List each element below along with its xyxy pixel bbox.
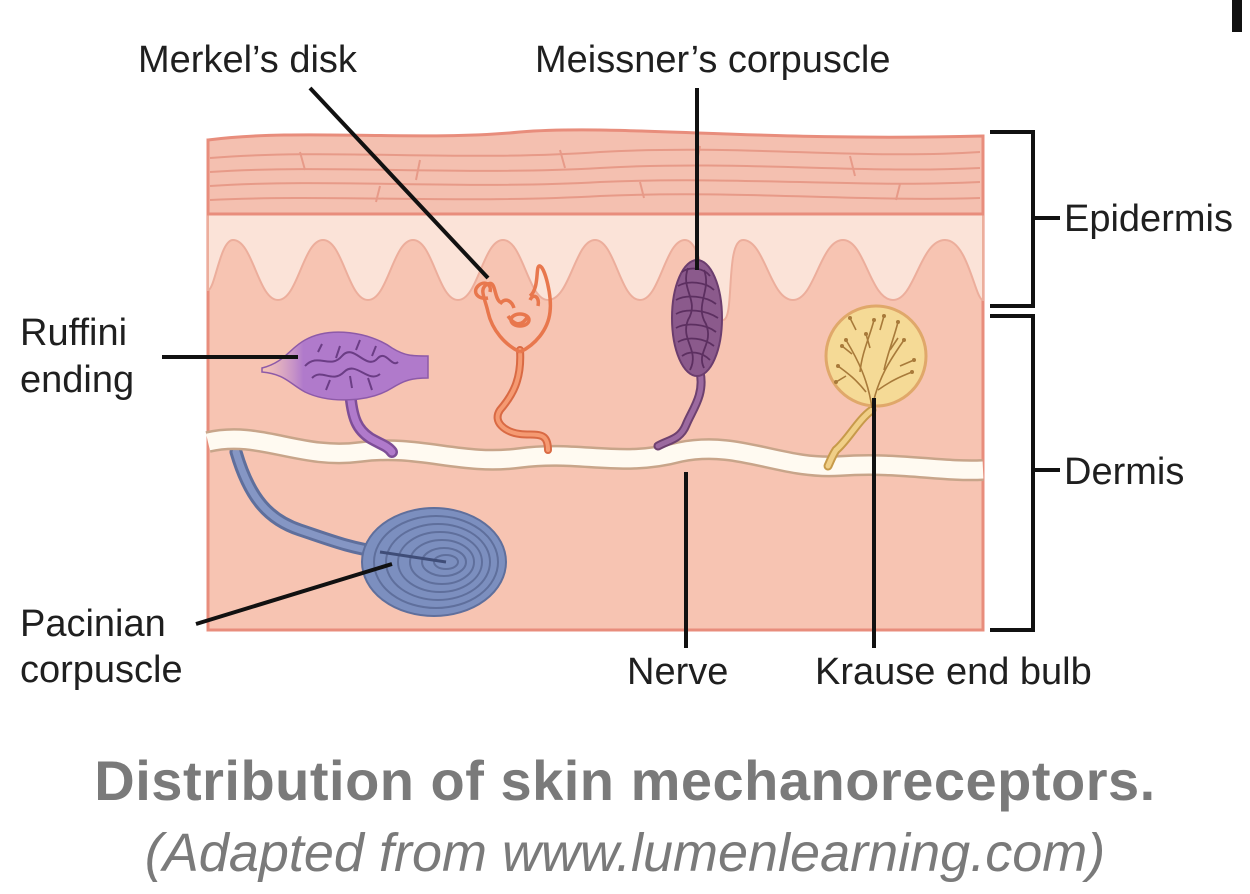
dermis-bracket — [990, 316, 1060, 630]
label-krause-end-bulb: Krause end bulb — [815, 651, 1092, 693]
skin-block — [208, 130, 983, 630]
cropped-glyph — [1232, 0, 1242, 32]
caption-title: Distribution of skin mechanoreceptors. — [0, 748, 1250, 813]
label-pacinian-line1: Pacinian — [20, 603, 166, 645]
label-merkels-disk: Merkel’s disk — [138, 39, 358, 81]
label-meissners-corpuscle: Meissner’s corpuscle — [535, 39, 891, 81]
label-ruffini-line1: Ruffini — [20, 312, 127, 354]
label-nerve: Nerve — [627, 651, 728, 693]
label-pacinian-line2: corpuscle — [20, 649, 183, 691]
caption-source: (Adapted from www.lumenlearning.com) — [0, 822, 1250, 884]
label-dermis: Dermis — [1064, 451, 1184, 493]
label-epidermis: Epidermis — [1064, 198, 1233, 240]
epidermis-bracket — [990, 132, 1060, 306]
epidermis-outer-layer — [208, 130, 983, 214]
label-ruffini-line2: ending — [20, 359, 134, 401]
